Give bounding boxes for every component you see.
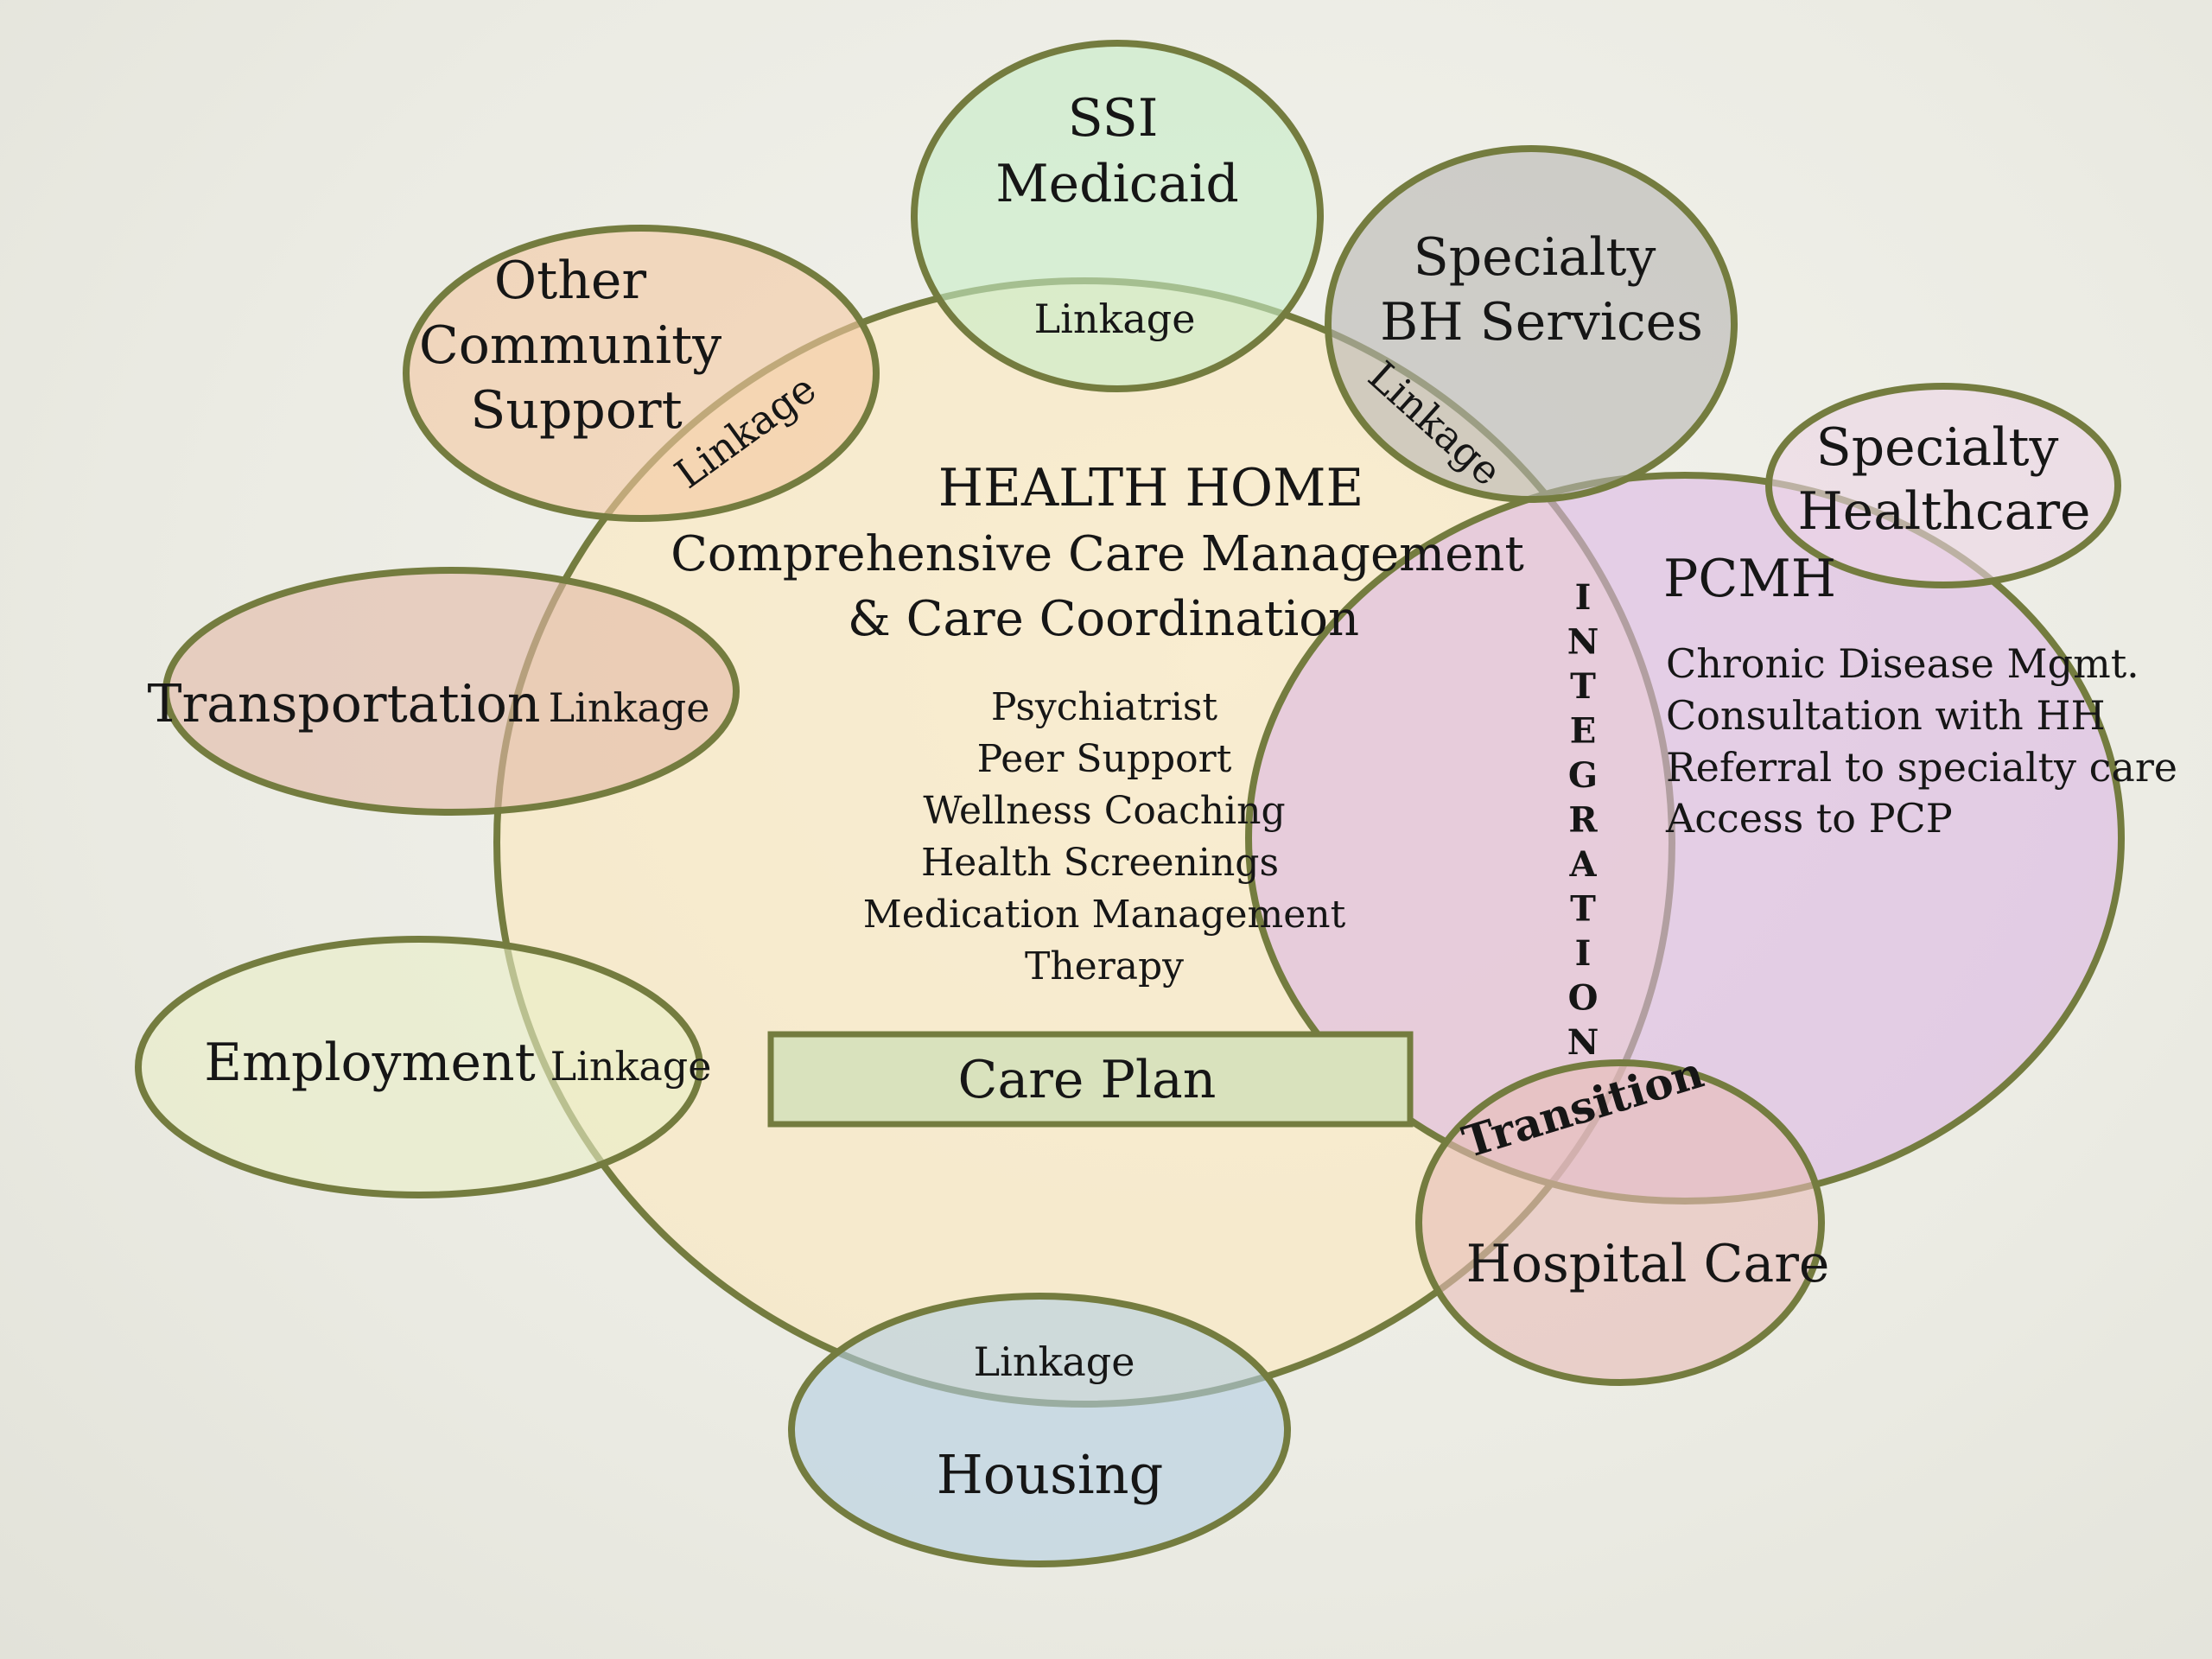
integration-letter: N <box>1567 622 1599 663</box>
other-community-line1: Other <box>494 251 646 311</box>
medicaid-label: Medicaid <box>995 154 1239 214</box>
service-item: Medication Management <box>863 893 1346 937</box>
specialty-healthcare-line2: Healthcare <box>1797 481 2090 542</box>
integration-letter: E <box>1570 711 1597 752</box>
ssi-medicaid-circle <box>911 40 1324 392</box>
care-plan-label: Care Plan <box>958 1050 1217 1110</box>
employment-label: Employment <box>204 1033 535 1093</box>
integration-letter: G <box>1568 755 1598 796</box>
ssi-linkage-label: Linkage <box>1034 296 1196 342</box>
hospital-care-label: Hospital Care <box>1466 1234 1830 1294</box>
pcmh-items: Chronic Disease Mgmt. Consultation with … <box>1665 640 2177 842</box>
other-community-line3: Support <box>470 380 682 441</box>
other-community-line2: Community <box>419 315 721 376</box>
ssi-label: SSI <box>1068 88 1159 149</box>
other-community-circle <box>403 225 880 522</box>
transportation-circle <box>162 567 740 816</box>
integration-letter: N <box>1567 1022 1599 1063</box>
integration-letter: T <box>1570 666 1596 707</box>
employment-linkage-label: Linkage <box>550 1043 712 1090</box>
health-home-subtitle-line2: & Care Coordination <box>848 591 1359 647</box>
integration-letter: I <box>1575 933 1592 974</box>
housing-label: Housing <box>937 1443 1164 1506</box>
service-item: Wellness Coaching <box>923 789 1285 833</box>
service-item: Therapy <box>1025 944 1184 988</box>
hospital-care-circle <box>1415 1059 1825 1386</box>
housing-linkage-label: Linkage <box>974 1338 1135 1385</box>
pcmh-item: Chronic Disease Mgmt. <box>1666 640 2139 687</box>
specialty-bh-circle <box>1325 145 1738 503</box>
pcmh-item: Referral to specialty care <box>1666 744 2177 791</box>
employment-circle <box>135 936 703 1198</box>
health-home-services: Psychiatrist Peer Support Wellness Coach… <box>863 685 1346 988</box>
service-item: Health Screenings <box>921 841 1279 885</box>
specialty-healthcare-circle <box>1765 383 2121 588</box>
service-item: Peer Support <box>977 737 1232 781</box>
integration-letter: I <box>1575 577 1592 618</box>
integration-letter: O <box>1568 978 1599 1019</box>
pcmh-item: Consultation with HH <box>1666 692 2106 739</box>
specialty-bh-line2: BH Services <box>1380 292 1703 353</box>
pcmh-item: Access to PCP <box>1665 795 1953 842</box>
pcmh-title: PCMH <box>1663 549 1836 609</box>
transportation-linkage-label: Linkage <box>549 684 710 731</box>
integration-letter: A <box>1568 844 1597 885</box>
health-home-title: HEALTH HOME <box>938 458 1364 518</box>
transportation-label: Transportation <box>147 674 540 734</box>
health-home-subtitle-line1: Comprehensive Care Management <box>671 526 1524 582</box>
specialty-bh-line1: Specialty <box>1414 227 1656 288</box>
specialty-healthcare-line1: Specialty <box>1816 417 2059 478</box>
integration-letter: R <box>1568 800 1598 841</box>
integration-letter: T <box>1570 889 1596 930</box>
housing-circle <box>788 1293 1291 1567</box>
care-plan-box <box>767 1031 1414 1128</box>
service-item: Psychiatrist <box>991 685 1218 729</box>
